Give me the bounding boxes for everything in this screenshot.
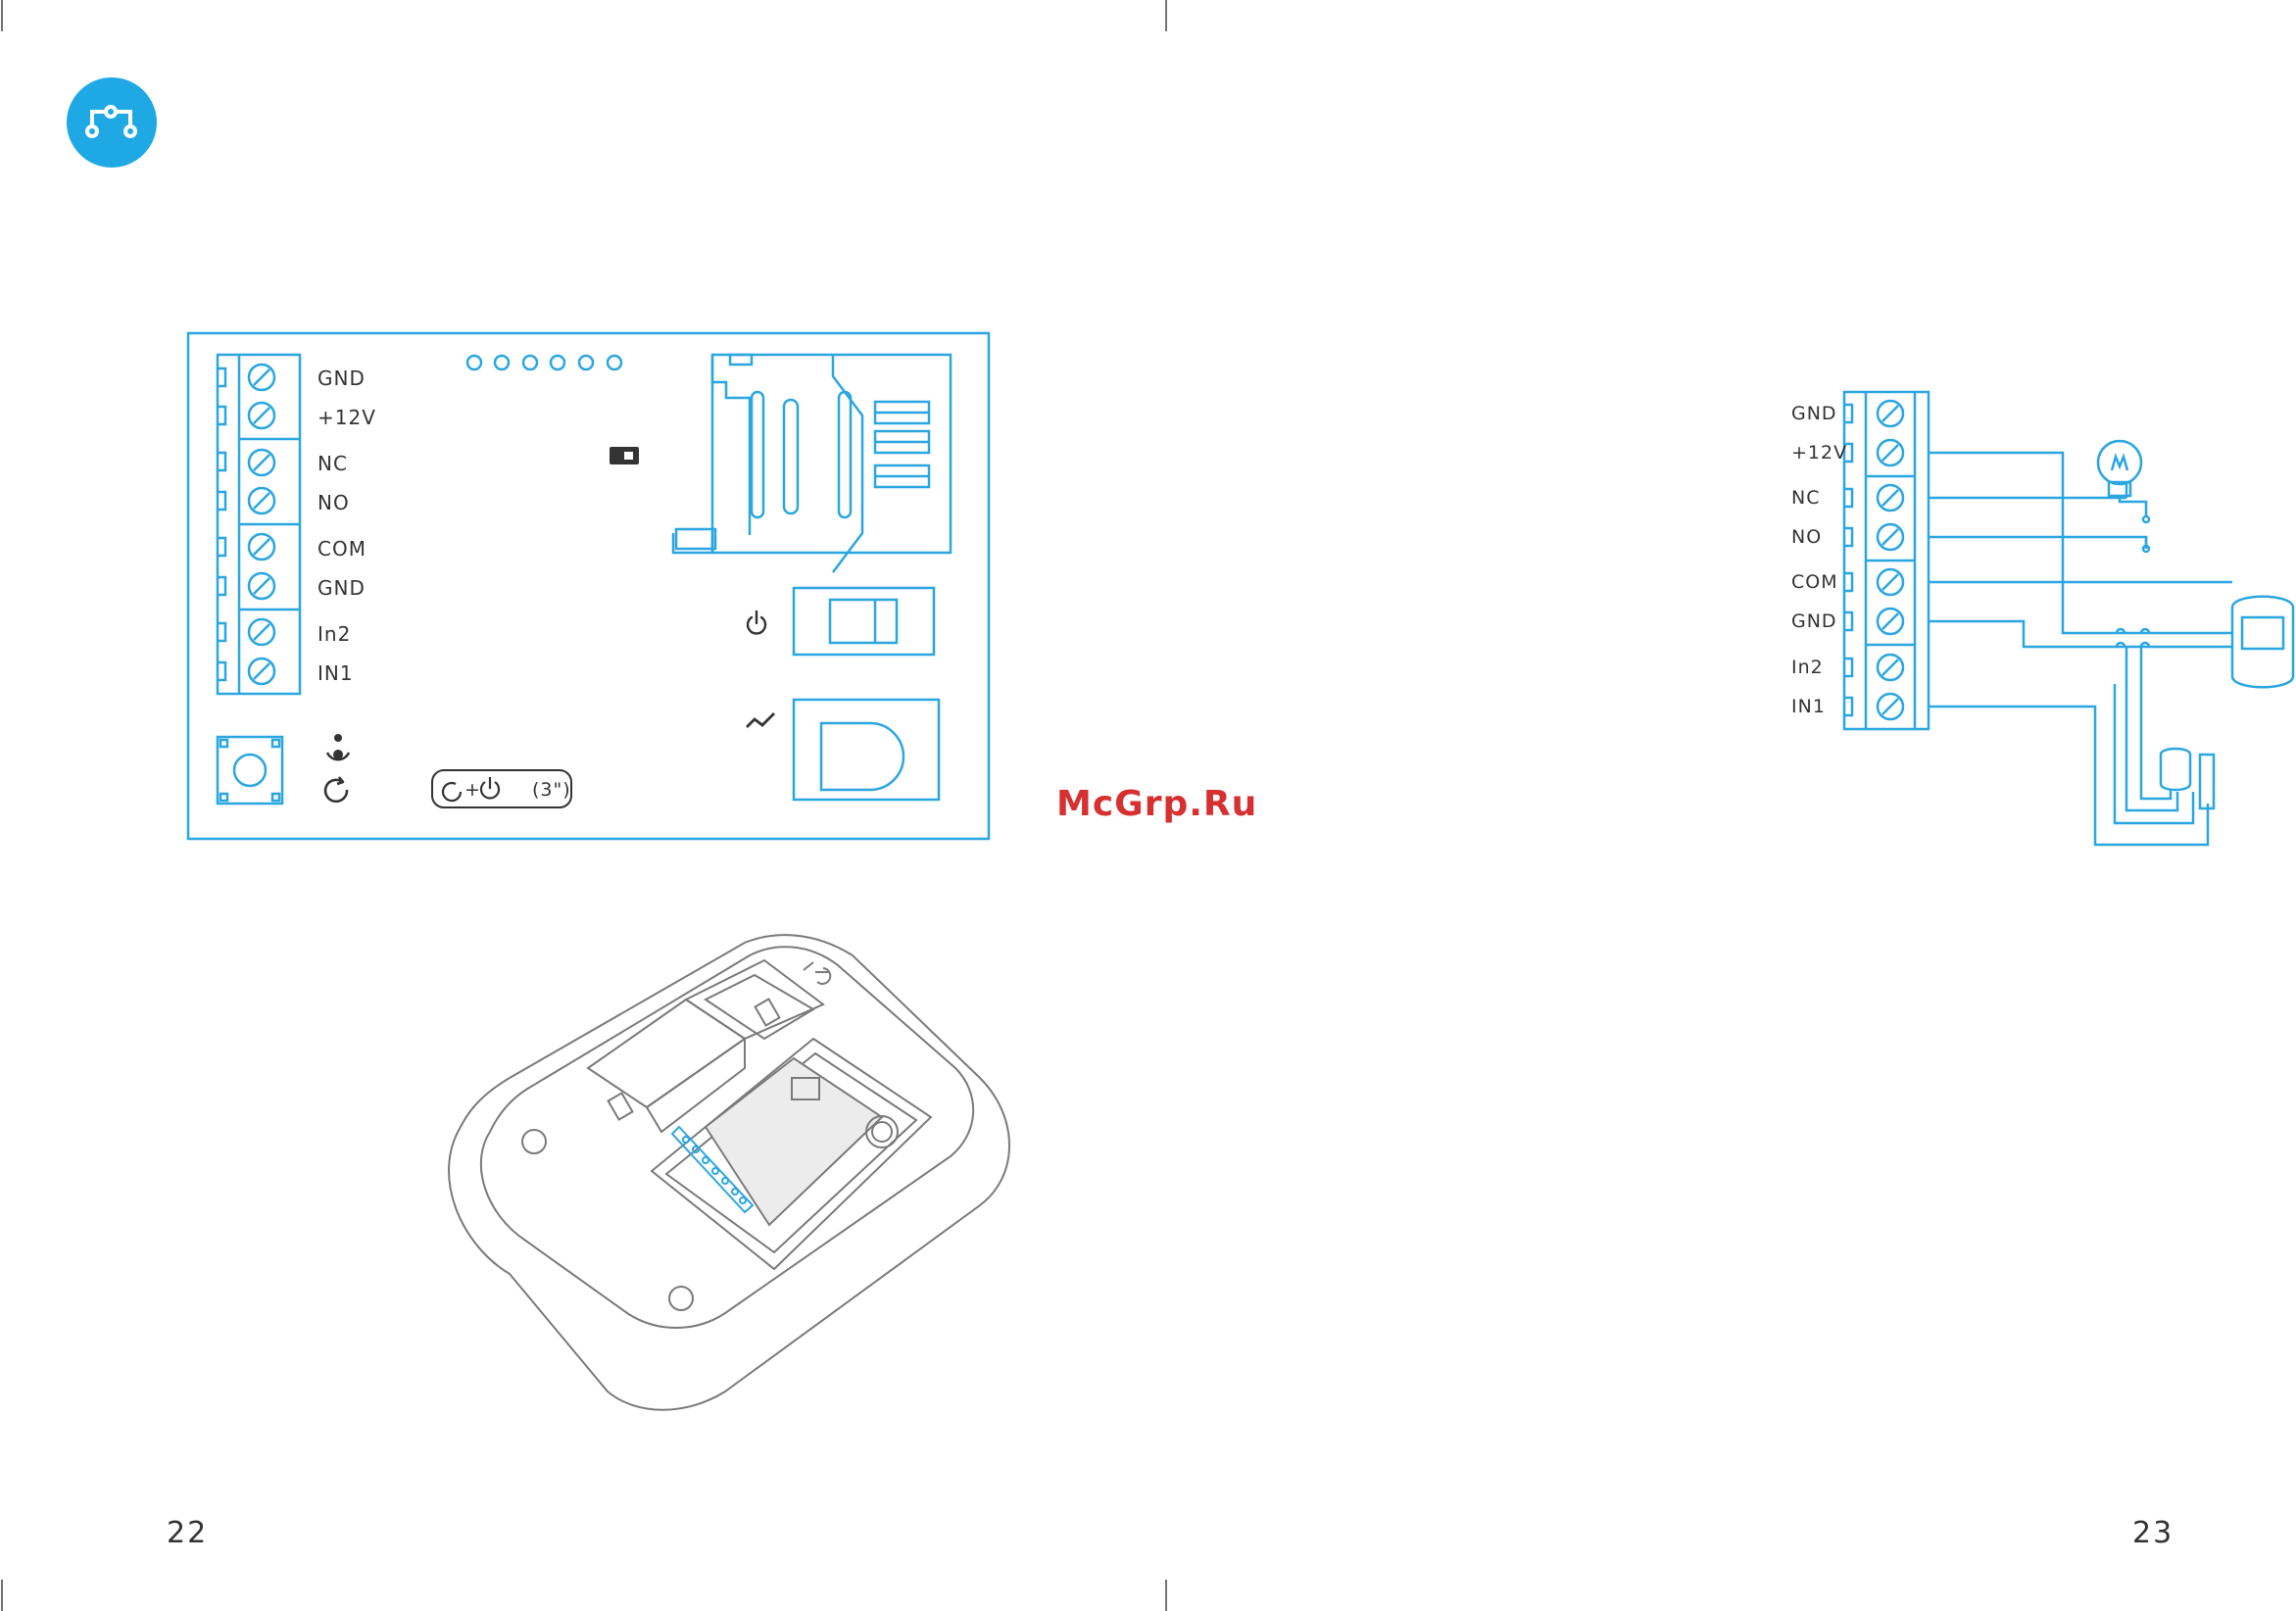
page-number-left: 22 — [167, 1516, 208, 1550]
wiring-label-no: NO — [1791, 526, 1822, 548]
wiring-label-gnd-1: GND — [1791, 403, 1837, 424]
wiring-label-in1: IN1 — [1791, 696, 1826, 717]
wiring-label-gnd-2: GND — [1791, 610, 1837, 632]
watermark: McGrp.Ru — [1056, 784, 1257, 824]
door-contact-icon — [2115, 645, 2214, 823]
wiring-label-12v: +12V — [1791, 442, 1847, 464]
wiring-label-nc: NC — [1791, 487, 1820, 509]
wiring-label-in2: In2 — [1791, 657, 1824, 678]
siren-icon — [2232, 597, 2293, 688]
page-number-right: 23 — [2132, 1516, 2174, 1550]
lamp-icon — [2098, 441, 2149, 552]
wiring-label-com: COM — [1791, 571, 1838, 593]
